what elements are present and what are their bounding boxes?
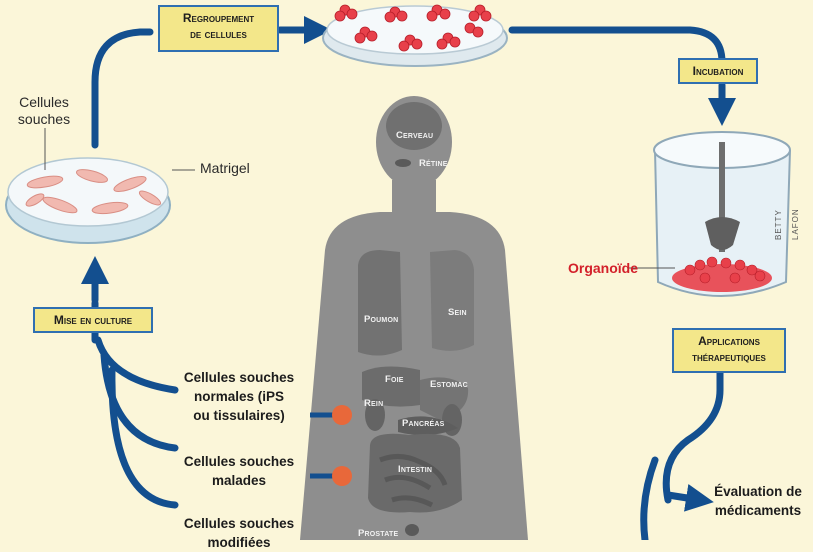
evaluation-medicaments: Évaluation de médicaments	[714, 484, 802, 518]
organ-poumon: Poumon	[364, 314, 399, 325]
diagram-graphics	[5, 4, 791, 540]
mise-en-culture-label: Mise en culture	[53, 313, 133, 327]
organ-intestin: Intestin	[398, 464, 433, 475]
applications-label-1: Applications	[698, 334, 760, 348]
organ-prostate: Prostate	[358, 528, 399, 539]
organ-cerveau: Cerveau	[396, 130, 434, 141]
organoid-diagram: Regroupement de cellules Incubation Mise…	[5, 4, 802, 550]
source-dot-disease	[332, 466, 352, 486]
incubation-box: Incubation	[678, 58, 758, 84]
incubation-label: Incubation	[692, 64, 744, 78]
organ-rein: Rein	[364, 398, 384, 409]
stem-cell-petri-dish	[5, 128, 195, 244]
organs	[358, 102, 474, 536]
source-connectors	[310, 405, 352, 486]
cellules-souches-label: Cellules souches	[17, 94, 71, 127]
regroupement-box: Regroupement de cellules	[158, 5, 279, 52]
organ-pancreas: Pancréas	[402, 418, 445, 429]
regroupement-label-2: de cellules	[190, 27, 247, 41]
organ-foie: Foie	[385, 374, 404, 385]
applications-label-2: thérapeutiques	[692, 350, 766, 364]
organ-sein: Sein	[448, 307, 467, 318]
source-modified-cells: Cellules souches modifiées	[183, 516, 295, 550]
top-petri-dish	[322, 4, 508, 67]
credit-label: BETTY LAFON	[774, 208, 800, 240]
source-disease-cells: Cellules souches malades	[183, 454, 295, 488]
organoide-label: Organoïde	[568, 260, 639, 276]
applications-box: Applications thérapeutiques	[672, 328, 786, 373]
organ-estomac: Estomac	[430, 379, 468, 390]
organ-retine: Rétine	[419, 158, 448, 169]
mise-en-culture-box: Mise en culture	[33, 307, 153, 333]
bioreactor	[628, 131, 791, 297]
source-dot-normal	[332, 405, 352, 425]
source-normal-cells: Cellules souches normales (iPS ou tissul…	[183, 370, 295, 423]
regroupement-label-1: Regroupement	[182, 11, 255, 25]
matrigel-label: Matrigel	[200, 160, 250, 176]
